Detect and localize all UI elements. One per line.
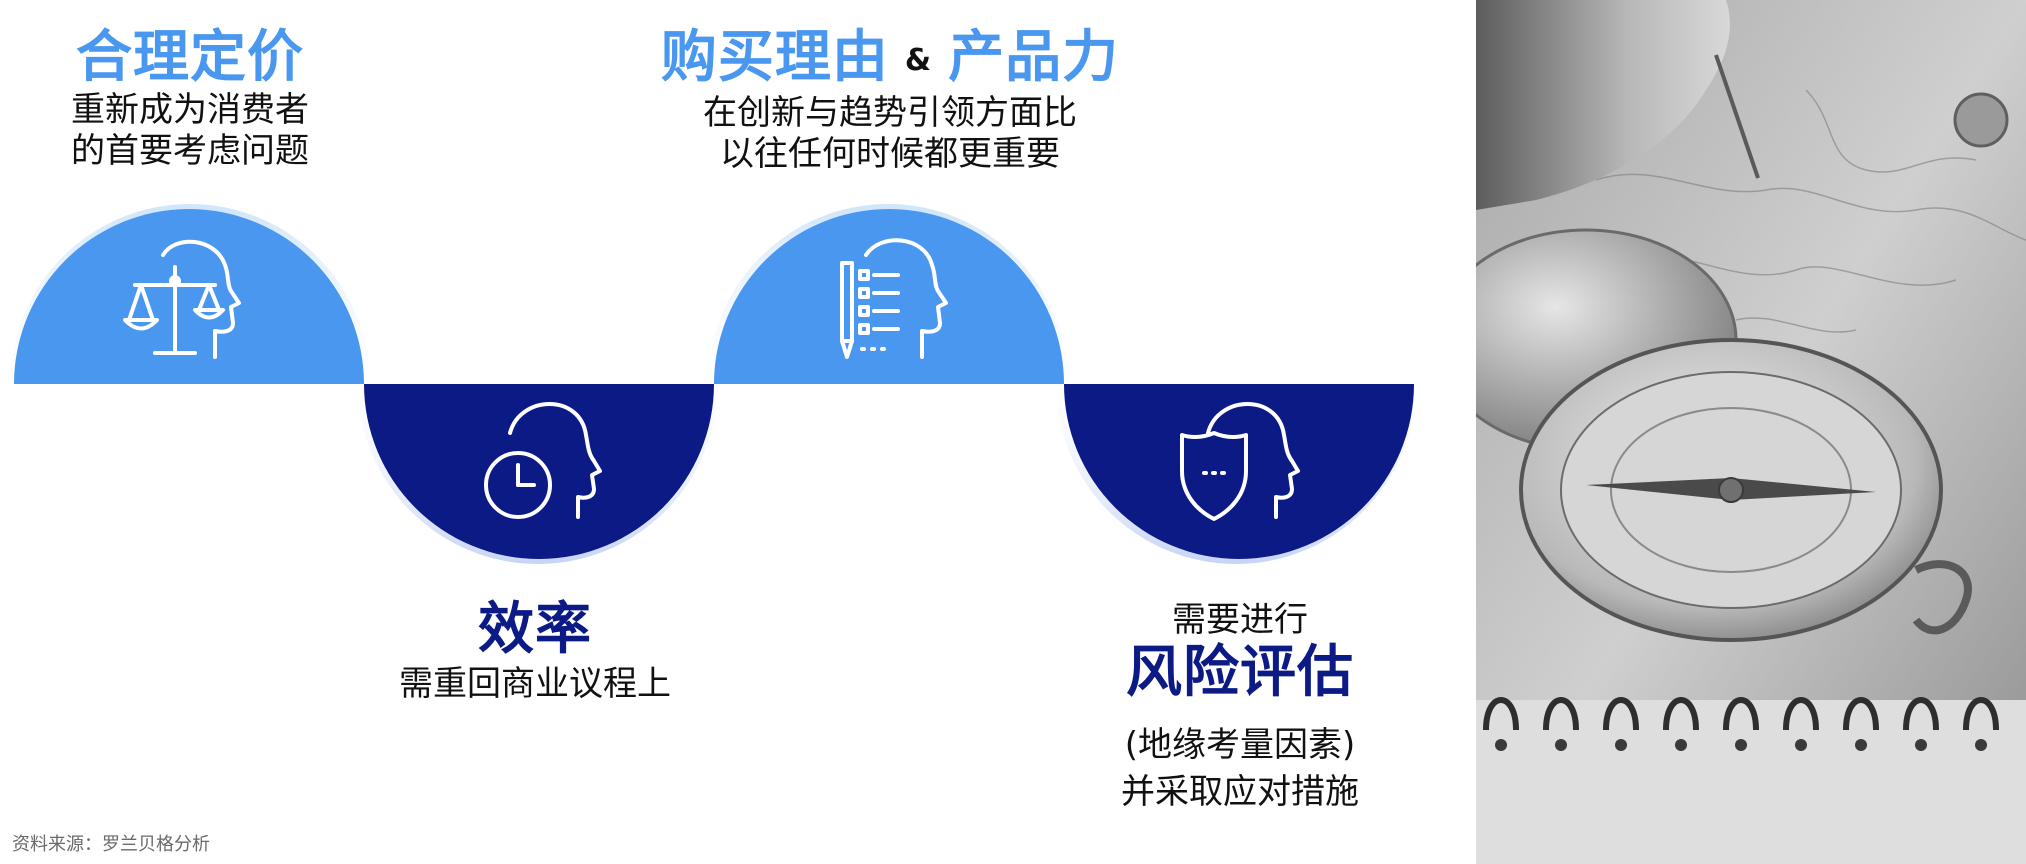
clock-head-icon: [484, 402, 602, 519]
photo-illustration: [1476, 0, 2026, 864]
step2-line1: 需重回商业议程上: [399, 664, 671, 704]
step3-title-b: 产品力: [948, 25, 1120, 90]
step2-text: 效率 需重回商业议程上: [360, 598, 710, 705]
step3-line2: 以往任何时候都更重要: [720, 133, 1060, 174]
notebook-spiral: [1483, 697, 1999, 731]
compass-ring: [1912, 560, 1972, 635]
push-pin: [1953, 92, 2009, 148]
step1-line1: 重新成为消费者: [71, 90, 309, 130]
step2-title: 效率: [478, 597, 592, 662]
step4-line2: 并采取应对措施: [1121, 772, 1359, 812]
ampersand: &: [904, 42, 933, 78]
shield-head-icon: [1180, 402, 1300, 521]
step1-semicircle: [14, 209, 364, 384]
step2-semicircle: [364, 384, 714, 559]
pin: [1714, 54, 1760, 179]
step1-text: 合理定价 重新成为消费者 的首要考虑问题: [30, 26, 350, 172]
step3-text: 购买理由&产品力 在创新与趋势引领方面比 以往任何时候都更重要: [640, 26, 1140, 175]
step4-title: 风险评估: [1126, 640, 1354, 705]
list-head-icon: [840, 238, 948, 359]
notebook: [1476, 700, 2026, 864]
step4-line1: (地缘考量因素): [1124, 725, 1356, 765]
step3-title-a: 购买理由: [660, 25, 889, 90]
finger: [1476, 0, 1730, 210]
step3-line1: 在创新与趋势引领方面比: [703, 92, 1077, 133]
scale-head-icon: [123, 239, 241, 359]
compass-map-photo: [1476, 0, 2026, 864]
step4-semicircle: [1064, 384, 1414, 559]
source-note: 资料来源：罗兰贝格分析: [12, 834, 210, 855]
step1-title: 合理定价: [76, 25, 304, 90]
compass-needle: [1586, 477, 1876, 503]
step3-semicircle: [714, 209, 1064, 384]
step4-pre: 需要进行: [1172, 600, 1308, 640]
wave-diagram: [10, 204, 1416, 564]
step4-text: 需要进行 风险评估 (地缘考量因素) 并采取应对措施: [1080, 600, 1400, 813]
step1-line2: 的首要考虑问题: [71, 131, 309, 171]
